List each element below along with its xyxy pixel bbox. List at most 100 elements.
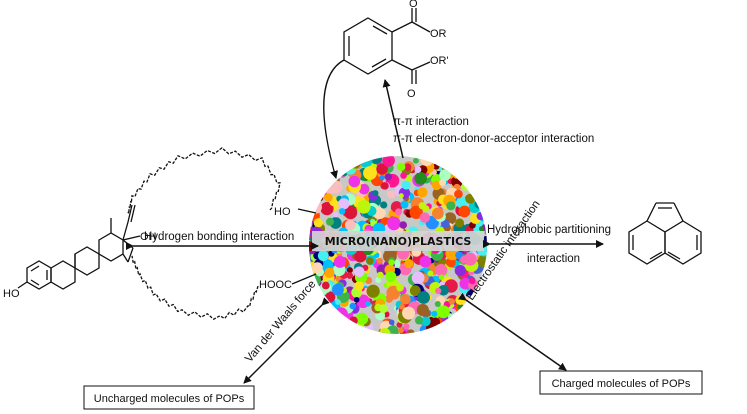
microplastic-particle — [420, 156, 434, 167]
microplastic-particle — [436, 160, 442, 167]
microplastic-particle — [455, 295, 466, 305]
microplastic-particle — [468, 277, 476, 285]
center-label: MICRO(NANO)PLASTICS — [325, 235, 472, 248]
pi-pi-interaction-label: π-π interaction — [393, 116, 469, 128]
hydroxyl-group-label: HO — [274, 206, 291, 218]
microplastic-particle — [338, 198, 350, 210]
microplastic-particle — [421, 316, 431, 327]
microplastic-particle — [439, 169, 451, 181]
microplastic-particle — [398, 193, 404, 199]
microplastic-particle — [380, 201, 388, 209]
microplastic-particle — [463, 252, 477, 266]
microplastic-particle — [321, 281, 330, 290]
carbonyl-oxygen-bottom: O — [407, 88, 416, 100]
microplastic-particle — [400, 294, 411, 305]
microplastic-particle — [404, 259, 414, 269]
pi-pi-eda-interaction-label: π-π electron-donor-acceptor interaction — [393, 133, 594, 145]
microplastic-particle — [354, 281, 365, 291]
microplastic-particle — [376, 257, 383, 264]
microplastic-particle — [417, 187, 428, 198]
microplastic-particle — [376, 271, 384, 279]
microplastic-particle — [397, 162, 406, 171]
microplastic-particle — [326, 217, 334, 226]
microplastic-particle — [455, 251, 463, 259]
microplastic-particle — [438, 285, 449, 296]
microplastic-particle — [354, 266, 365, 278]
microplastic-particle — [409, 205, 423, 219]
ester-group-or: OR — [430, 28, 447, 40]
microplastic-particle — [441, 219, 450, 229]
microplastic-particle — [406, 329, 415, 334]
microplastic-particle — [381, 182, 389, 190]
microplastic-particle — [479, 226, 484, 232]
microplastic-particle — [363, 166, 377, 180]
microplastic-particle — [413, 157, 419, 164]
microplastic-particle — [334, 307, 348, 321]
microplastic-particle — [353, 297, 360, 303]
microplastic-particle — [354, 249, 367, 263]
microplastic-particle — [474, 199, 484, 209]
microplastic-particle — [396, 321, 403, 328]
microplastic-particle — [385, 271, 397, 283]
microplastic-particle — [346, 272, 354, 279]
microplastic-particle — [379, 328, 391, 334]
microplastic-particle — [329, 180, 343, 194]
microplastic-particle — [379, 304, 388, 313]
microplastic-particle — [320, 202, 334, 216]
microplastic-particle — [430, 317, 441, 327]
microplastic-particle — [372, 190, 379, 197]
ho-bond — [297, 208, 317, 214]
polymer-chain-top — [127, 146, 281, 214]
hydrophobic-label-line2: interaction — [527, 253, 580, 265]
microplastic-particle — [349, 302, 357, 310]
microplastic-particle — [405, 175, 413, 182]
microplastic-particle — [339, 208, 346, 215]
microplastic-particle — [312, 262, 323, 274]
hydrophobic-label-line1: Hydrophobic partitioning — [487, 224, 611, 236]
phthalate-to-plastic-arrow — [323, 59, 345, 179]
microplastic-particle — [395, 208, 402, 216]
microplastic-particle — [435, 287, 442, 294]
charged-pops-box — [539, 370, 703, 395]
microplastic-particle — [454, 265, 466, 277]
microplastic-particle — [404, 163, 412, 171]
microplastic-particle — [365, 301, 371, 307]
microplastic-particle — [384, 173, 392, 181]
microplastic-particle — [446, 201, 456, 211]
microplastic-particle — [375, 277, 382, 283]
microplastic-particle — [403, 323, 410, 330]
microplastic-particle — [422, 205, 430, 212]
microplastic-particle — [357, 200, 371, 214]
microplastic-particle — [324, 193, 333, 202]
microplastic-particle — [454, 189, 463, 199]
microplastic-particle — [388, 319, 395, 326]
microplastic-particle — [366, 284, 380, 298]
microplastic-particle — [459, 277, 472, 290]
microplastic-particle — [344, 219, 356, 231]
carboxyl-group-label: HOOC — [259, 279, 292, 291]
microplastic-particle — [399, 303, 405, 310]
microplastic-particle — [419, 255, 432, 268]
microplastic-particle — [398, 327, 404, 334]
microplastic-particle — [348, 175, 361, 188]
microplastic-particle — [346, 267, 353, 274]
microplastic-particle — [313, 218, 323, 228]
microplastic-particle — [344, 206, 358, 220]
microplastic-particle — [370, 330, 376, 334]
microplastic-particle — [333, 212, 339, 218]
microplastic-particle — [332, 283, 344, 296]
microplastic-particle — [316, 194, 324, 202]
microplastic-particle — [358, 183, 370, 195]
uncharged-pops-label: Uncharged molecules of POPs — [94, 393, 245, 405]
electrostatic-arrow — [457, 292, 567, 371]
microplastic-particle — [382, 156, 395, 167]
phenanthrene-structure — [628, 202, 702, 265]
microplastic-particle — [333, 255, 346, 268]
hydrogen-bonding-label: Hydrogen bonding interaction — [144, 231, 294, 243]
center-label-band — [312, 231, 484, 251]
phthalate-ester-structure: O O OR OR' — [343, 0, 449, 100]
microplastic-particle — [448, 298, 455, 305]
charged-pops-label: Charged molecules of POPs — [552, 378, 691, 390]
microplastic-particle — [458, 205, 471, 218]
